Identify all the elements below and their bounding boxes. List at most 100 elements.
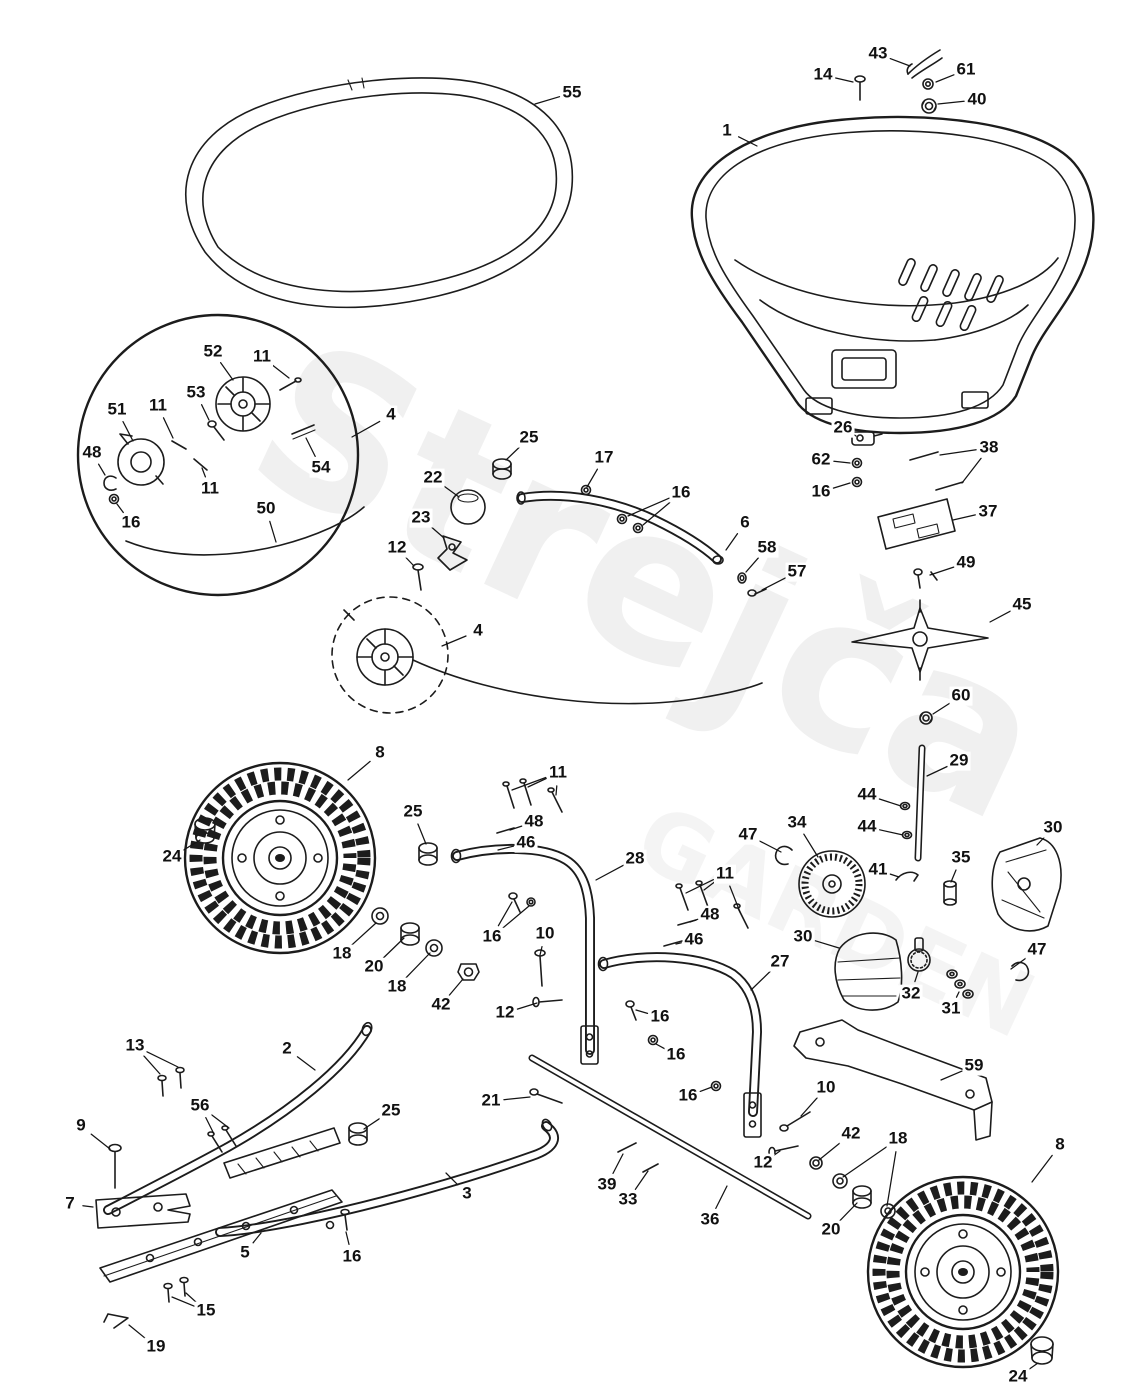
part-label-25: 25: [517, 427, 541, 448]
part-label-29: 29: [947, 750, 971, 771]
part-24-hubcap-right: [1030, 1336, 1054, 1365]
part-26-clamp: [851, 431, 883, 446]
part-label-11: 11: [547, 762, 569, 783]
part-label-37: 37: [976, 501, 1000, 522]
part-label-30: 30: [791, 926, 815, 947]
part-label-16: 16: [340, 1246, 364, 1267]
part-35-bushing: [943, 880, 957, 906]
part-label-4: 4: [471, 620, 485, 641]
part-label-5: 5: [238, 1242, 252, 1263]
part-57-bolt: [747, 588, 767, 597]
part-19-clip: [103, 1313, 129, 1329]
part-60-nut: [919, 711, 933, 725]
part-label-58: 58: [755, 537, 779, 558]
part-label-20: 20: [819, 1219, 843, 1240]
part-37-plate: [877, 498, 956, 550]
part-11-pin: [193, 458, 208, 471]
part-2-frame-tube: [103, 1021, 373, 1215]
part-12-bolt-mid: [532, 996, 563, 1008]
part-label-52: 52: [201, 341, 225, 362]
part-label-18: 18: [385, 976, 409, 997]
part-48-pin-upper: [496, 827, 515, 834]
part-label-48: 48: [80, 442, 104, 463]
part-label-16: 16: [676, 1085, 700, 1106]
part-12-bolt: [412, 563, 424, 591]
part-18-washer-right: [880, 1203, 896, 1219]
part-22-knob: [450, 489, 486, 525]
part-label-1: 1: [720, 120, 734, 141]
part-18-washer: [371, 907, 389, 925]
part-48-clip: [103, 475, 117, 491]
part-23-bracket: [437, 535, 468, 571]
part-62-nut: [851, 457, 863, 469]
part-label-57: 57: [785, 561, 809, 582]
part-25-bushing-top: [492, 458, 512, 480]
part-label-32: 32: [899, 983, 923, 1004]
part-label-60: 60: [949, 685, 973, 706]
part-32-pinion-gear: [907, 937, 931, 972]
part-label-11: 11: [714, 863, 736, 884]
part-42-nut-right: [809, 1156, 823, 1170]
part-label-11: 11: [251, 346, 273, 367]
part-label-9: 9: [74, 1115, 88, 1136]
part-label-16: 16: [480, 926, 504, 947]
part-label-12: 12: [751, 1152, 775, 1173]
part-label-10: 10: [814, 1077, 838, 1098]
part-label-39: 39: [595, 1174, 619, 1195]
part-11-pin: [279, 377, 302, 391]
part-label-30: 30: [1041, 817, 1065, 838]
part-label-6: 6: [738, 512, 752, 533]
part-label-16: 16: [119, 512, 143, 533]
part-label-24: 24: [160, 846, 184, 867]
part-label-43: 43: [866, 43, 890, 64]
part-58-washer: [737, 572, 747, 584]
part-label-11: 11: [147, 395, 169, 416]
part-16-nut: [851, 476, 863, 488]
part-label-35: 35: [949, 847, 973, 868]
part-1-hopper-drawing: [690, 115, 1095, 435]
part-label-16: 16: [648, 1006, 672, 1027]
part-label-31: 31: [939, 998, 963, 1019]
part-label-42: 42: [839, 1123, 863, 1144]
part-53-bolt: [207, 420, 225, 441]
part-18-washer-right: [832, 1173, 848, 1189]
part-label-17: 17: [592, 447, 616, 468]
part-10-bolt-right: [779, 1111, 811, 1132]
part-label-28: 28: [623, 848, 647, 869]
part-29-shaft: [914, 744, 926, 862]
part-label-34: 34: [785, 812, 809, 833]
part-label-56: 56: [188, 1095, 212, 1116]
part-7-hitch-plate: [95, 1193, 191, 1229]
part-label-15: 15: [194, 1300, 218, 1321]
part-11-pin: [171, 440, 187, 450]
part-17-fitting: [580, 484, 592, 496]
part-41-clip: [895, 871, 919, 882]
part-label-62: 62: [809, 449, 833, 470]
part-label-61: 61: [954, 59, 978, 80]
part-16-nut: [647, 1034, 659, 1046]
part-52-hub: [215, 376, 271, 432]
part-47-clip: [774, 845, 793, 866]
part-label-51: 51: [105, 399, 129, 420]
leader-lines-layer: [82, 57, 1053, 1371]
part-51-ratchet: [117, 433, 165, 486]
part-54-drive-pin: [291, 424, 316, 440]
part-21-bolt: [529, 1088, 563, 1104]
part-25-bushing-low: [348, 1122, 368, 1146]
part-label-12: 12: [493, 1002, 517, 1023]
part-9-bolt: [108, 1143, 122, 1189]
part-label-18: 18: [330, 943, 354, 964]
part-label-47: 47: [1025, 939, 1049, 960]
part-40-nut: [921, 98, 937, 114]
part-38-pins: [909, 451, 964, 491]
hopper-grate-slots: [898, 258, 1004, 332]
part-label-33: 33: [616, 1189, 640, 1210]
part-label-27: 27: [768, 951, 792, 972]
part-label-4: 4: [384, 404, 398, 425]
part-6-axle-tube: [516, 490, 724, 565]
part-43-cotter-pin: [906, 49, 943, 79]
part-label-55: 55: [560, 82, 584, 103]
part-56-pins: [207, 1125, 237, 1153]
